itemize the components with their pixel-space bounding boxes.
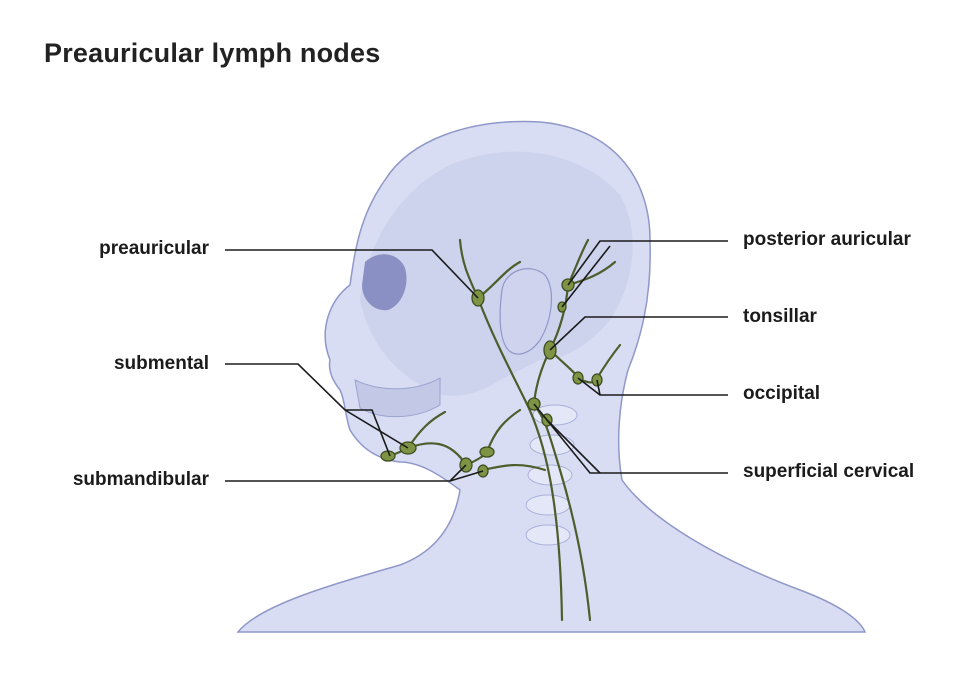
- submandibular-node-2: [479, 446, 495, 458]
- leader-occipital-2: [596, 379, 601, 396]
- leader-preauricular: [225, 249, 479, 299]
- leader-posterior-auricular: [567, 240, 728, 286]
- jaw-shape: [354, 377, 441, 418]
- ear-shape: [499, 268, 552, 355]
- label-submandibular: submandibular: [72, 469, 209, 490]
- label-submental: submental: [113, 353, 209, 374]
- leader-superficial-cervical-2: [546, 419, 601, 474]
- leader-lines: [225, 240, 728, 482]
- label-occipital: occipital: [743, 383, 821, 404]
- leader-tonsillar: [549, 316, 728, 351]
- label-tonsillar: tonsillar: [743, 306, 817, 327]
- eye-socket: [362, 254, 407, 311]
- label-preauricular: preauricular: [99, 238, 209, 259]
- leader-submandibular-2: [449, 470, 484, 482]
- leader-submental-2: [344, 409, 409, 449]
- diagram-title: Preauricular lymph nodes: [44, 38, 381, 68]
- leader-superficial-cervical: [533, 403, 728, 474]
- label-posterior-auricular: posterior auricular: [743, 229, 911, 250]
- leader-posterior-auricular-2: [561, 245, 611, 308]
- label-superficial-cervical: superficial cervical: [743, 461, 915, 482]
- skull-shape: [360, 151, 633, 396]
